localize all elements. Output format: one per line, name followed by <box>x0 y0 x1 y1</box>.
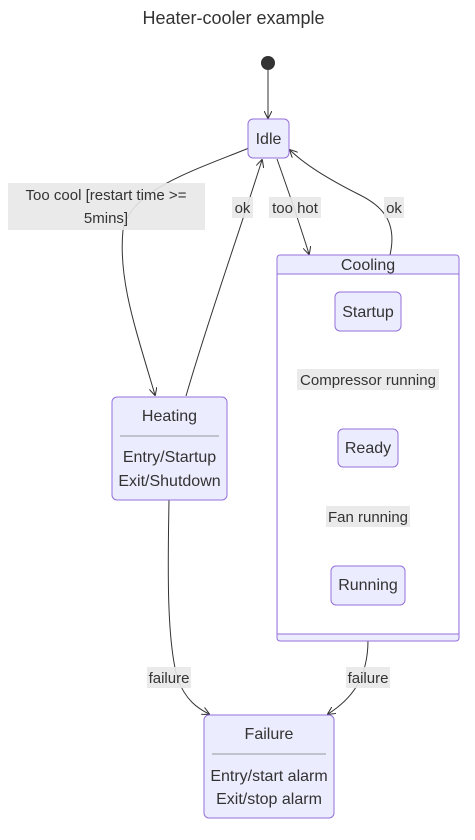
state-failure: Failure Entry/start alarm Exit/stop alar… <box>203 714 335 819</box>
state-idle-label: Idle <box>256 131 282 148</box>
state-failure-label: Failure <box>245 726 294 743</box>
diagram-title: Heater-cooler example <box>142 8 325 28</box>
state-heating: Heating Entry/Startup Exit/Shutdown <box>111 396 228 501</box>
state-cooling-label: Cooling <box>341 257 395 274</box>
state-heating-exit: Exit/Shutdown <box>118 473 220 490</box>
label-too-cool-line1: Too cool [restart time >= <box>26 187 187 204</box>
state-idle: Idle <box>247 118 290 159</box>
svg-text:too hot: too hot <box>272 200 319 217</box>
state-ready: Ready <box>337 428 399 468</box>
state-startup-label: Startup <box>342 304 394 321</box>
state-startup: Startup <box>334 291 402 332</box>
svg-text:Fan running: Fan running <box>328 509 408 526</box>
label-fan-running: Fan running <box>326 506 410 527</box>
svg-text:Compressor running: Compressor running <box>300 372 436 389</box>
label-failure-heating: failure <box>147 667 191 688</box>
label-compressor-running: Compressor running <box>297 369 439 390</box>
svg-text:failure: failure <box>348 670 389 687</box>
state-running-label: Running <box>338 577 398 594</box>
svg-text:failure: failure <box>149 670 190 687</box>
edge-heating-idle <box>185 160 262 397</box>
state-running: Running <box>330 565 406 606</box>
state-ready-label: Ready <box>345 440 391 457</box>
state-failure-exit: Exit/stop alarm <box>216 791 322 808</box>
state-heating-label: Heating <box>142 408 197 425</box>
label-too-hot: too hot <box>269 197 321 218</box>
svg-text:ok: ok <box>235 200 251 217</box>
label-failure-cooling: failure <box>346 667 390 688</box>
start-node <box>261 56 275 70</box>
label-too-cool: Too cool [restart time >= 5mins] <box>8 183 205 230</box>
label-ok-cooling: ok <box>384 197 404 218</box>
state-heating-entry: Entry/Startup <box>123 449 216 466</box>
label-ok-heating: ok <box>232 197 253 218</box>
transition-labels: Too cool [restart time >= 5mins] ok too … <box>8 183 439 688</box>
edge-idle-heating <box>121 147 250 395</box>
edge-cooling-idle <box>290 150 393 256</box>
svg-text:ok: ok <box>386 200 402 217</box>
edge-heating-failure <box>167 499 209 714</box>
state-failure-entry: Entry/start alarm <box>210 768 327 785</box>
label-too-cool-line2: 5mins] <box>84 210 128 227</box>
